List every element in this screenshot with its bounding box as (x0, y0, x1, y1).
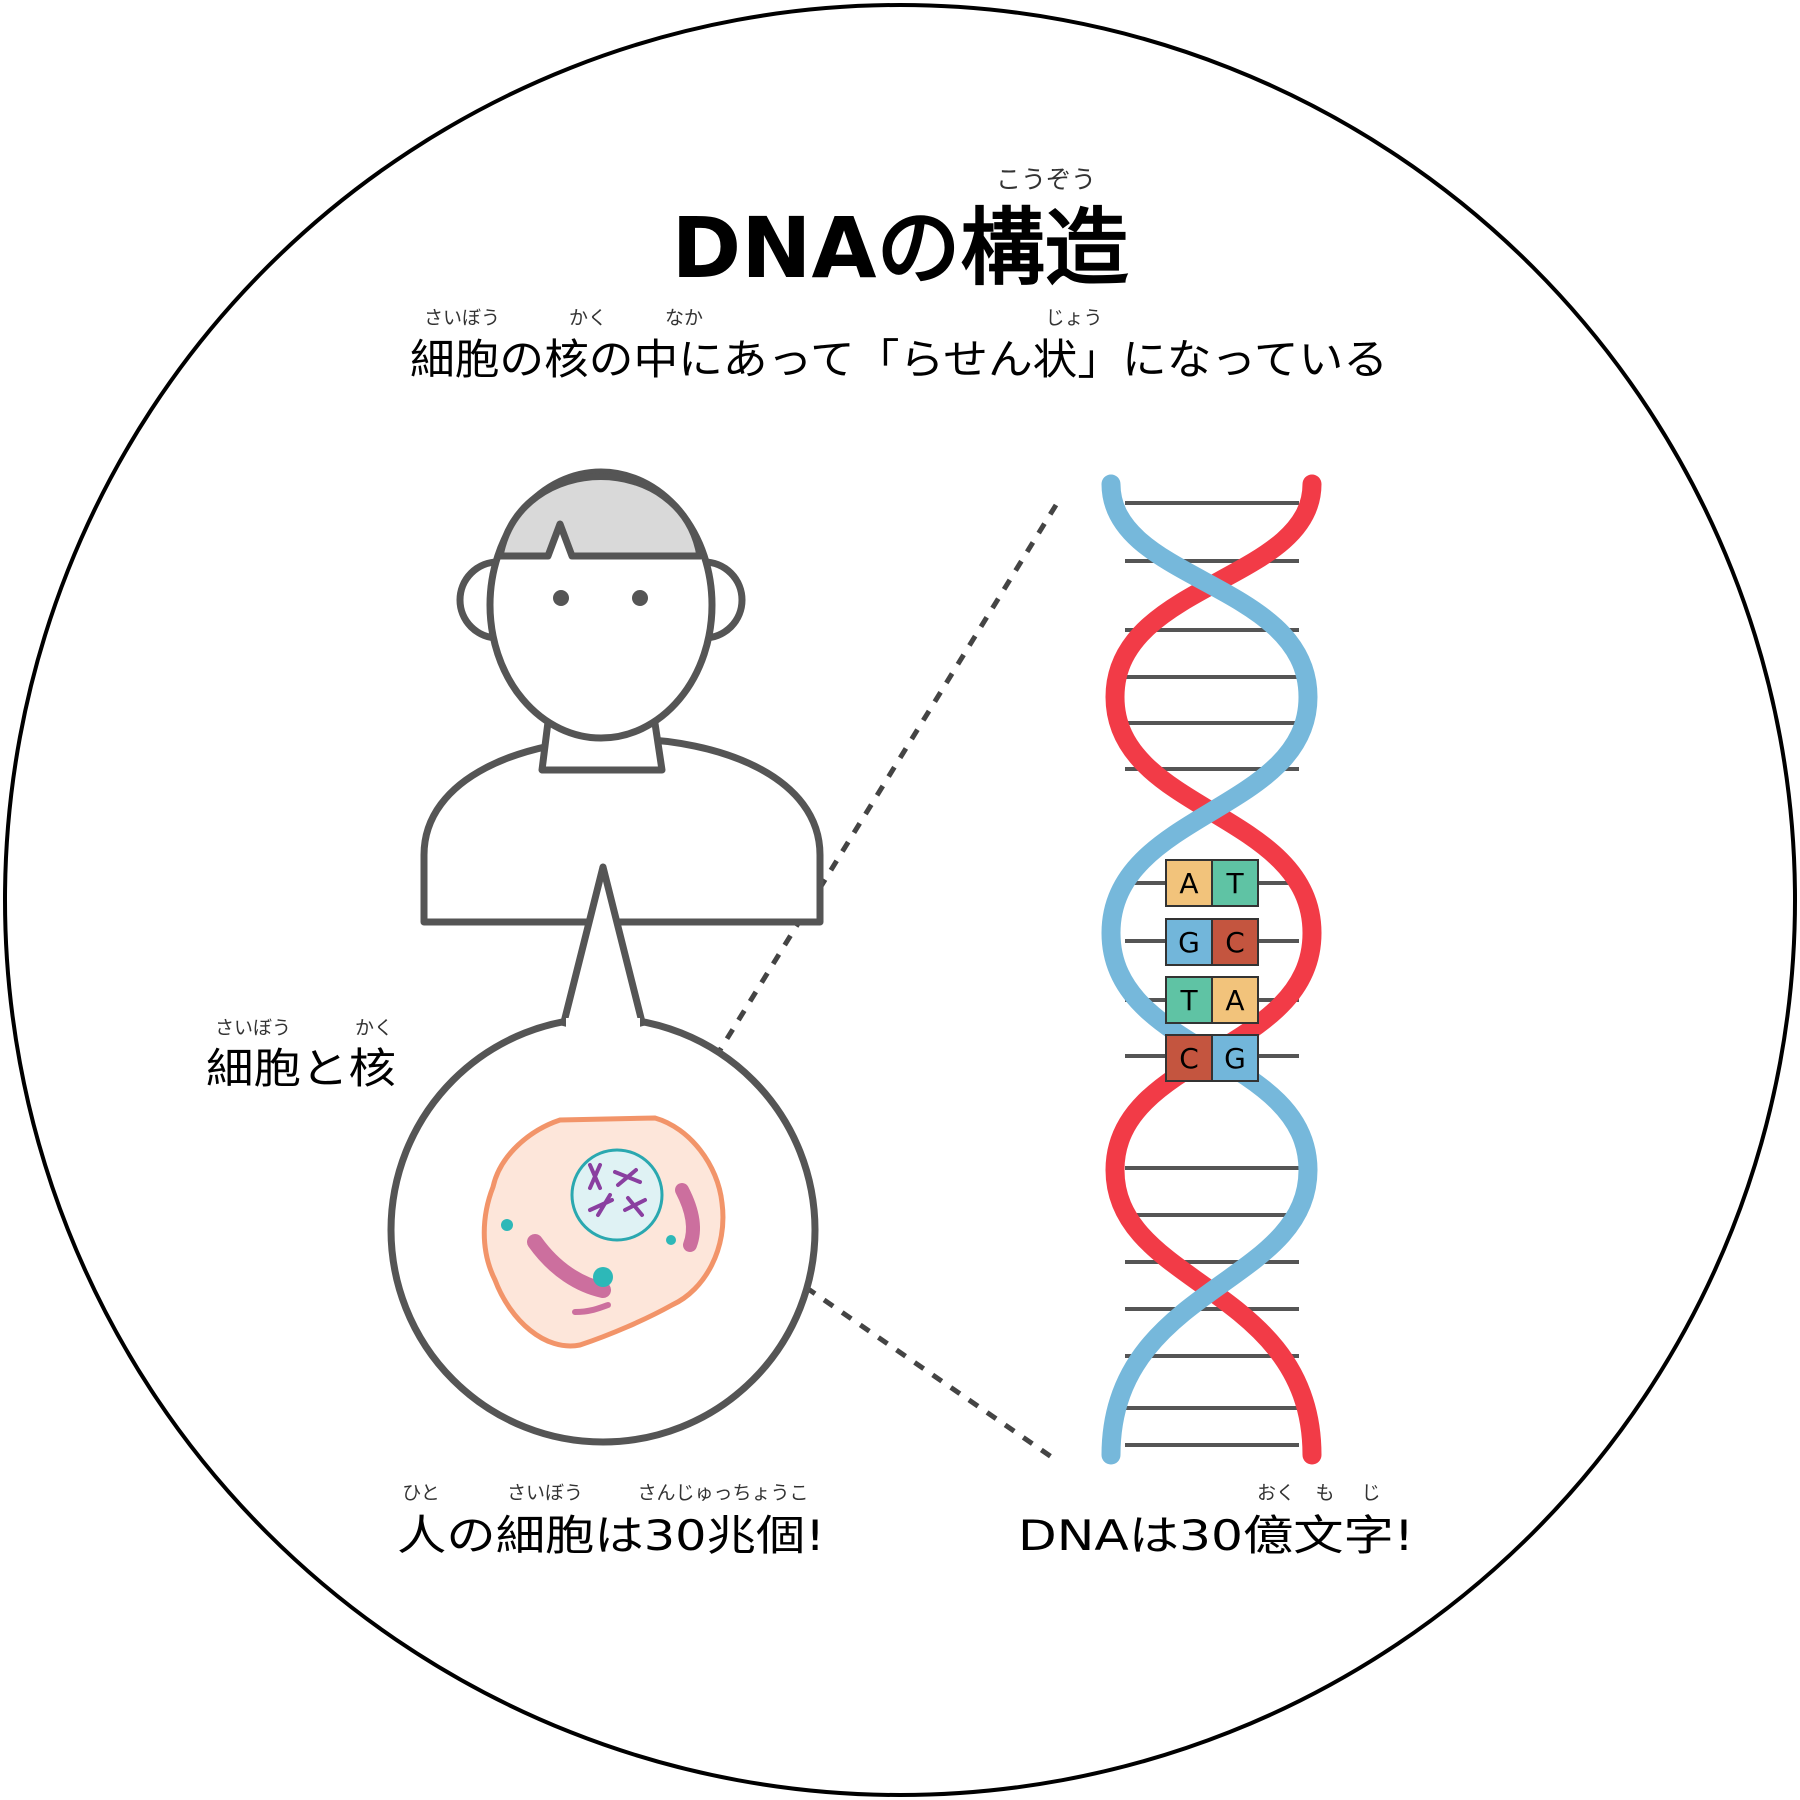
chromosomes (588, 1163, 647, 1217)
base-letter: T (1225, 867, 1244, 900)
dna-letters-ruby-mo: も (1315, 1482, 1334, 1504)
zoom-line-lower (641, 1172, 1058, 1463)
helix-strand-blue (1101, 474, 1318, 1465)
cell-label-ruby-saibou: さいぼう (215, 1017, 291, 1039)
organelle-bottom (572, 1302, 611, 1315)
base-box (1165, 976, 1213, 1024)
base-box (1211, 1034, 1259, 1082)
subtitle-ruby-naka: なか (665, 307, 703, 329)
human-cells-ruby-chou: さんじゅっちょうこ (637, 1482, 808, 1504)
base-letter: C (1225, 926, 1245, 959)
base-letter: A (1179, 867, 1198, 900)
helix-strand-red (1105, 474, 1322, 1465)
bubble-tail (559, 863, 647, 1027)
base-letter: G (1224, 1042, 1246, 1075)
base-box (1211, 859, 1259, 907)
human-cells-ruby-hito: ひと (402, 1482, 439, 1504)
nucleus (570, 1148, 664, 1242)
mitochondrion-right (675, 1183, 701, 1252)
base-pair-cg: C G (1165, 1034, 1259, 1082)
dna-helix: A T G C T A C G (1101, 474, 1322, 1465)
organelle-dot-2 (593, 1267, 613, 1287)
subtitle: 細胞の核の中にあって「らせん状」になっている (410, 335, 1388, 384)
base-box (1165, 859, 1213, 907)
page-title: DNAの構造 (671, 199, 1128, 297)
dna-letters-ruby-ji: じ (1361, 1482, 1380, 1504)
base-letter: G (1178, 926, 1200, 959)
subtitle-ruby-kaku: かく (569, 307, 607, 329)
base-pair-ta: T A (1165, 976, 1259, 1024)
base-box (1211, 918, 1259, 966)
base-letter: A (1225, 984, 1244, 1017)
dna-letters-ruby-oku: おく (1257, 1482, 1295, 1504)
cell-label-ruby-kaku: かく (355, 1017, 393, 1039)
dna-letters-caption: DNAは30億文字! (1018, 1511, 1414, 1560)
hair (496, 473, 704, 560)
right-eye (632, 590, 648, 606)
base-letter: C (1179, 1042, 1199, 1075)
cell-zoom-bubble (387, 863, 819, 1446)
base-box (1211, 976, 1259, 1024)
base-box (1165, 918, 1213, 966)
organelle-dot-1 (501, 1219, 513, 1231)
title-ruby: こうぞう (996, 165, 1096, 194)
left-eye (553, 590, 569, 606)
mitochondrion-left (527, 1234, 611, 1298)
human-cells-caption: 人の細胞は30兆個! (397, 1511, 825, 1560)
person-illustration (420, 468, 824, 926)
organelle-dot-3 (666, 1235, 676, 1245)
base-pair-gc: G C (1165, 918, 1259, 966)
cell-label: 細胞と核 (206, 1044, 396, 1093)
subtitle-ruby-jou: じょう (1045, 307, 1102, 329)
subtitle-ruby-saibou: さいぼう (424, 307, 500, 329)
human-cells-ruby-saibou: さいぼう (507, 1482, 583, 1504)
base-letter: T (1179, 984, 1198, 1017)
base-pair-at: A T (1165, 859, 1259, 907)
